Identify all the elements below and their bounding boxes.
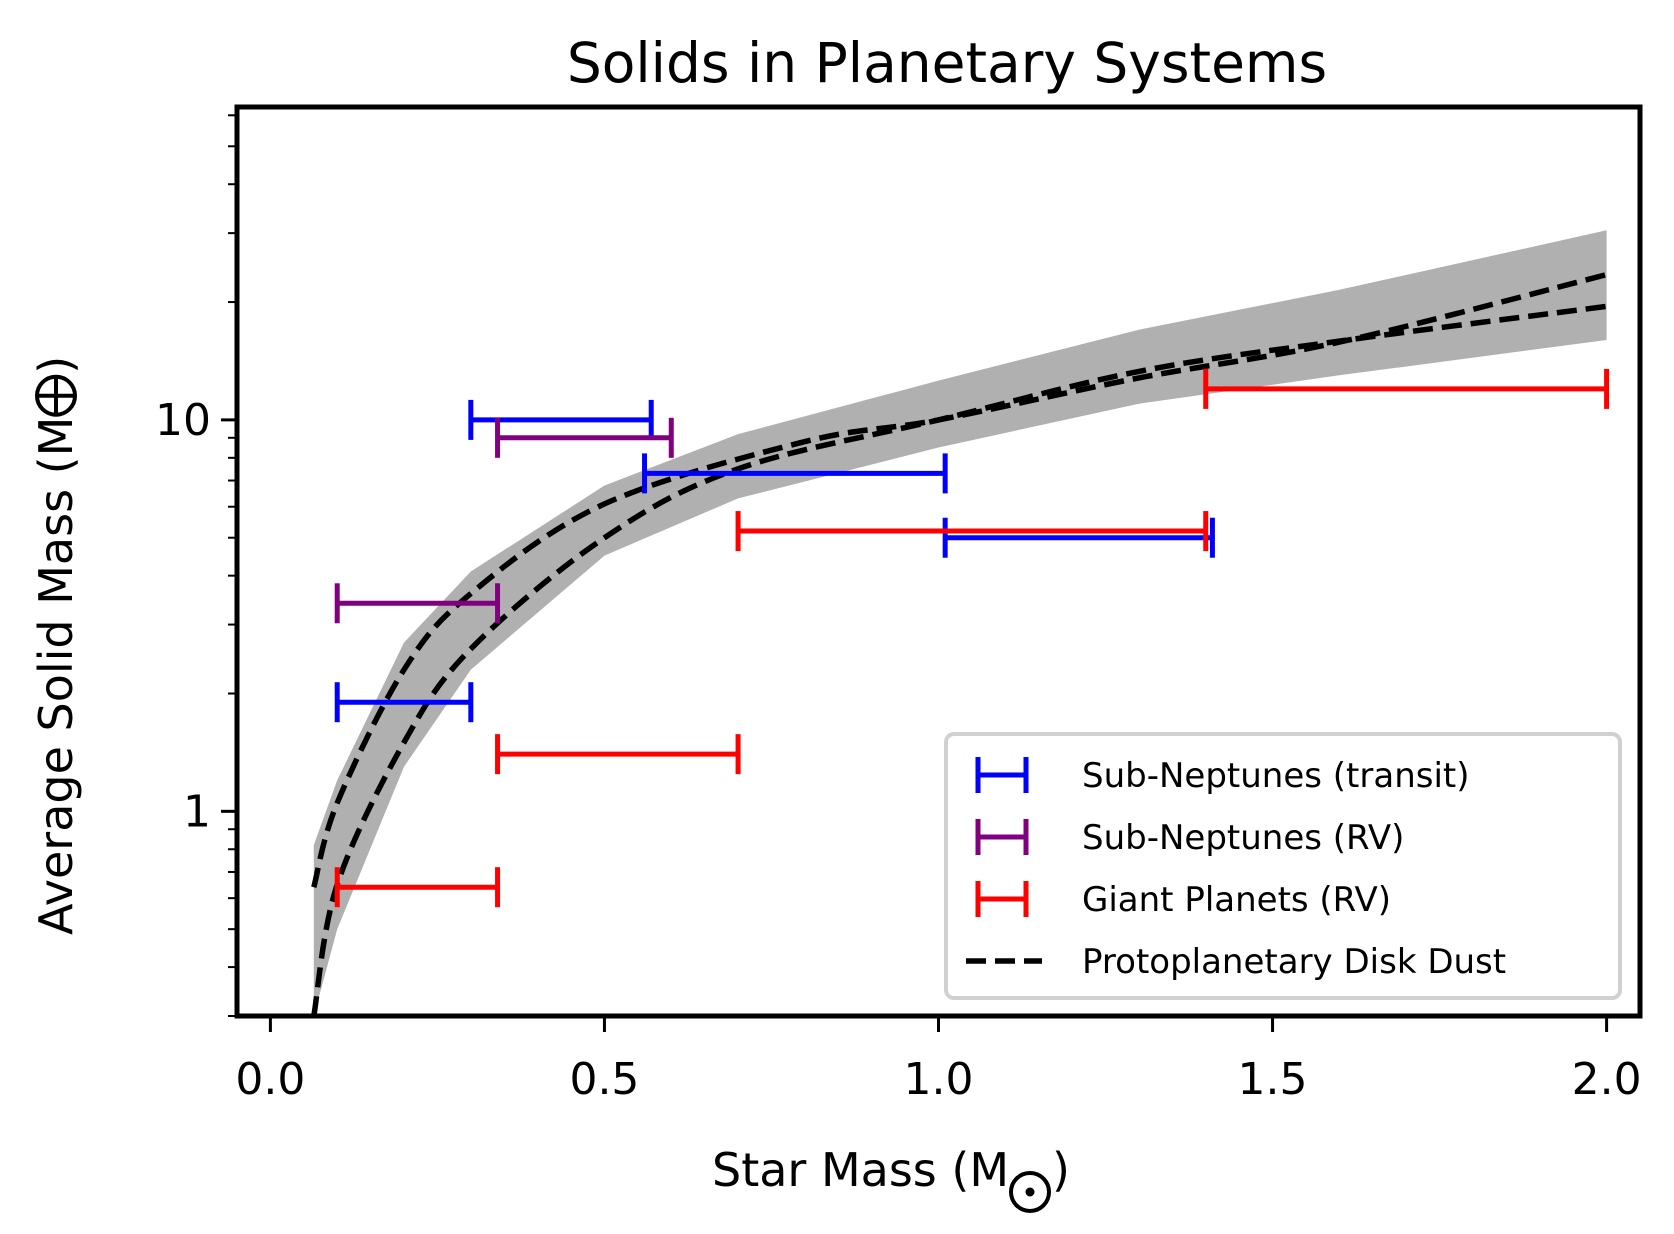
dust-curve-1	[311, 271, 1608, 888]
x-tick-label: 1.0	[904, 1054, 974, 1105]
legend-label: Protoplanetary Disk Dust	[1082, 942, 1506, 982]
x-axis-label: Star Mass (M )	[712, 1143, 1070, 1213]
x-tick-label: 0.0	[235, 1054, 305, 1105]
x-tick-label: 1.5	[1238, 1054, 1308, 1105]
errorbar-2-2	[495, 417, 674, 458]
plot-clipped	[311, 230, 1608, 1016]
legend-label: Giant Planets (RV)	[1082, 880, 1391, 920]
legend-entry-1: Sub-Neptunes (transit)	[975, 756, 1470, 796]
plot-area	[311, 230, 1610, 1016]
y-axis-label: Average Solid Mass (M )	[29, 356, 83, 935]
legend-label: Sub-Neptunes (RV)	[1082, 818, 1404, 858]
y-axis-label-text: Average Solid Mass (M	[29, 417, 83, 935]
legend-entry-3: Giant Planets (RV)	[975, 880, 1391, 920]
errorbar-1-2	[468, 399, 654, 440]
x-tick-label: 2.0	[1572, 1054, 1642, 1105]
errorbar-1-4	[942, 517, 1215, 558]
y-tick-label: 1	[183, 786, 211, 837]
legend-label: Sub-Neptunes (transit)	[1082, 756, 1470, 796]
errorbar-2-1	[334, 583, 501, 624]
errorbar-3-4	[1203, 368, 1610, 409]
legend-box	[944, 732, 1622, 1000]
errorbar-3-1	[334, 867, 501, 908]
errorbar-3-3	[735, 511, 1209, 552]
x-tick-label: 0.5	[569, 1054, 639, 1105]
axis-ticks: 0.0 0.5 1.0 1.5 2.0 1 10	[155, 114, 1642, 1105]
x-axis-label-paren: )	[1052, 1143, 1070, 1197]
x-axis-label-text: Star Mass (M	[712, 1143, 1009, 1197]
chart-title: Solids in Planetary Systems	[567, 31, 1327, 95]
errorbar-1-3	[642, 453, 948, 494]
dust-curve-2	[311, 303, 1607, 1016]
earth-symbol-icon	[35, 374, 77, 417]
legend-entry-2: Sub-Neptunes (RV)	[975, 818, 1404, 858]
plot-frame	[234, 104, 1643, 1019]
legend-entry-4: Protoplanetary Disk Dust	[966, 942, 1506, 982]
y-axis-label-paren: )	[29, 356, 83, 374]
y-tick-label: 10	[155, 395, 211, 446]
errorbar-3-2	[495, 734, 741, 775]
sun-symbol-icon	[1009, 1171, 1051, 1213]
legend: Sub-Neptunes (transit) Sub-Neptunes (RV) G…	[944, 732, 1622, 1000]
errorbar-1-1	[334, 682, 474, 723]
